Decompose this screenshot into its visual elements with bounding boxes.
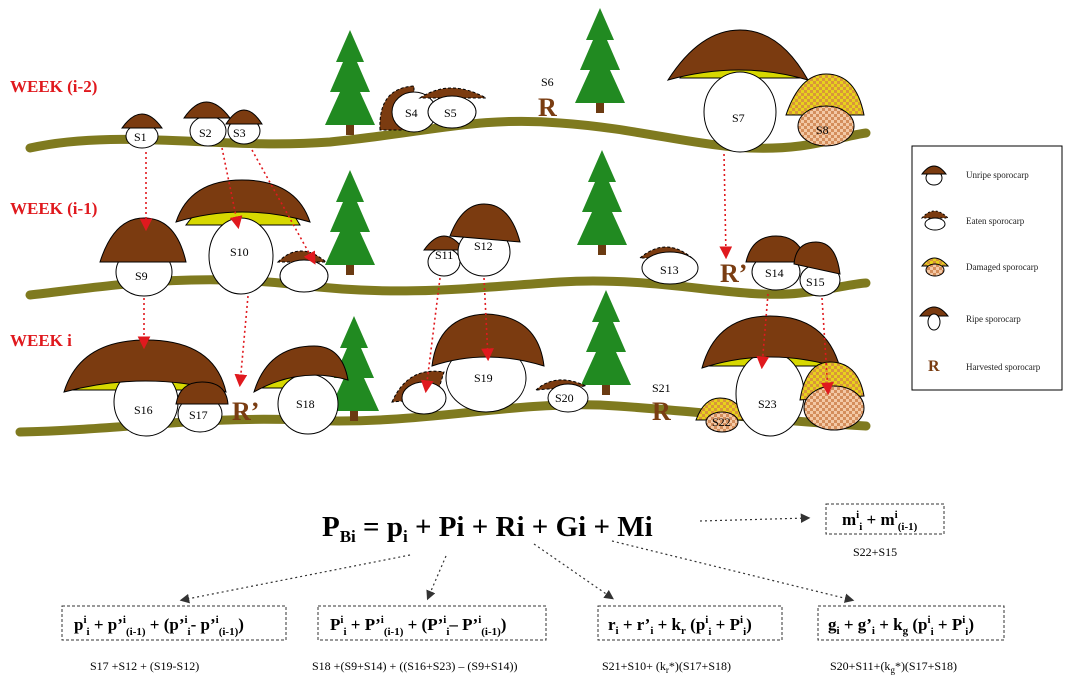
sporocarp-s21-label: S21 xyxy=(652,381,671,395)
sporocarp-s14: S14 xyxy=(745,235,807,291)
eaten-sporocarp-w2 xyxy=(276,250,329,293)
svg-text:S22: S22 xyxy=(712,415,731,429)
term-box-P: Pii + P’i(i-1) + (P’ii– P’i(i-1)) S18 +(… xyxy=(312,605,547,673)
legend-ripe-icon xyxy=(918,306,950,331)
legend-unripe-icon xyxy=(920,165,948,186)
sporocarp-s2: S2 xyxy=(183,101,232,147)
ground-week-i-2 xyxy=(25,116,871,153)
svg-text:S1: S1 xyxy=(134,130,147,144)
sporocarp-s19: S19 xyxy=(431,313,545,413)
legend-eaten-label: Eaten sporocarp xyxy=(966,216,1025,226)
main-equation: PBi = pi + Pi + Ri + Gi + Mi xyxy=(322,511,653,546)
term-box-g-caption: S20+S11+(kg*)(S17+S18) xyxy=(830,659,957,675)
equation-arrows xyxy=(179,513,855,604)
svg-text:S7: S7 xyxy=(732,111,745,125)
week-label-i-1: WEEK (i-1) xyxy=(10,199,97,218)
svg-text:S2: S2 xyxy=(199,126,212,140)
svg-text:S4: S4 xyxy=(405,106,418,120)
term-box-p: pii + p’i(i-1) + (p’ii- p’i(i-1)) S17 +S… xyxy=(61,605,287,673)
svg-text:S10: S10 xyxy=(230,245,249,259)
legend-harvested-label: Harvested sporocarp xyxy=(966,362,1041,372)
svg-text:S12: S12 xyxy=(474,239,493,253)
sporocarp-s1: S1 xyxy=(121,113,163,149)
tree-icon xyxy=(325,170,375,275)
sporocarp-s16: S16 xyxy=(63,339,227,437)
sporocarp-s10: S10 xyxy=(175,179,311,295)
svg-text:S13: S13 xyxy=(660,263,679,277)
m-box-caption: S22+S15 xyxy=(853,545,897,559)
svg-text:S3: S3 xyxy=(233,126,246,140)
legend-eaten-icon xyxy=(920,210,950,231)
sporocarp-s17: S17 xyxy=(175,381,229,433)
svg-text:S16: S16 xyxy=(134,403,153,417)
harvest-mark-r: R xyxy=(538,93,557,122)
svg-text:S20: S20 xyxy=(555,391,574,405)
sporocarp-s3: S3 xyxy=(225,109,263,145)
term-box-P-caption: S18 +(S9+S14) + ((S16+S23) – (S9+S14)) xyxy=(312,659,518,673)
svg-text:S23: S23 xyxy=(758,397,777,411)
tree-icon xyxy=(577,150,627,255)
ground-week-i-1 xyxy=(25,275,871,300)
sporocarp-s12: S12 xyxy=(449,203,521,277)
week-label-i-2: WEEK (i-2) xyxy=(10,77,97,96)
term-box-g: gi + g’i + kg (pii + Pii) S20+S11+(kg*)(… xyxy=(817,605,1005,675)
legend-damaged-icon xyxy=(920,257,950,277)
harvest-mark-r: R xyxy=(652,397,671,426)
term-box-p-caption: S17 +S12 + (S19-S12) xyxy=(90,659,199,673)
svg-text:S19: S19 xyxy=(474,371,493,385)
legend-harvest-symbol: R xyxy=(928,358,940,375)
sporocarp-s15: S15 xyxy=(793,241,841,297)
legend-ripe-label: Ripe sporocarp xyxy=(966,314,1021,324)
eaten-sporocarp-w3 xyxy=(391,370,447,415)
svg-text:S15: S15 xyxy=(806,275,825,289)
svg-text:S18: S18 xyxy=(296,397,315,411)
sporocarp-s8: S8 xyxy=(785,73,865,147)
harvest-mark-r-prime: R’ xyxy=(232,397,259,426)
legend-unripe-label: Unripe sporocarp xyxy=(966,170,1029,180)
legend: Unripe sporocarp Eaten sporocarp Damaged… xyxy=(911,145,1063,391)
sporocarp-s9: S9 xyxy=(99,217,187,297)
svg-text:PBi = pi + Pi + Ri + Gi + M: PBi = pi + Pi + Ri + Gi + Mi xyxy=(322,511,653,546)
term-box-r: ri + r’i + kr (pii + Pii) S21+S10+ (kr*)… xyxy=(597,605,783,675)
sporocarp-s4: S4 xyxy=(379,85,437,133)
sporocarp-s18: S18 xyxy=(253,345,349,435)
svg-text:S5: S5 xyxy=(444,106,457,120)
sporocarp-s20: S20 xyxy=(534,379,589,413)
svg-text:S8: S8 xyxy=(816,123,829,137)
sporocarp-s11: S11 xyxy=(423,235,465,277)
m-box: mii + mi(i-1) S22+S15 xyxy=(825,503,945,559)
tree-icon xyxy=(581,290,631,395)
svg-text:S17: S17 xyxy=(189,408,208,422)
sporocarp-s5: S5 xyxy=(418,87,488,129)
svg-text:S9: S9 xyxy=(135,269,148,283)
damaged-sporocarp-w3 xyxy=(799,361,865,431)
tree-icon xyxy=(575,8,625,113)
sporocarp-s13: S13 xyxy=(638,246,699,285)
tree-icon xyxy=(325,30,375,135)
week-label-i: WEEK i xyxy=(10,331,72,350)
svg-text:S14: S14 xyxy=(765,266,784,280)
sporocarp-s6-label: S6 xyxy=(541,75,554,89)
sporocarp-s7: S7 xyxy=(666,29,810,153)
harvest-mark-r-prime: R’ xyxy=(720,259,747,288)
svg-text:S11: S11 xyxy=(435,248,453,262)
term-box-r-caption: S21+S10+ (kr*)(S17+S18) xyxy=(602,659,731,675)
transition-arrows xyxy=(137,147,834,396)
legend-damaged-label: Damaged sporocarp xyxy=(966,262,1039,272)
